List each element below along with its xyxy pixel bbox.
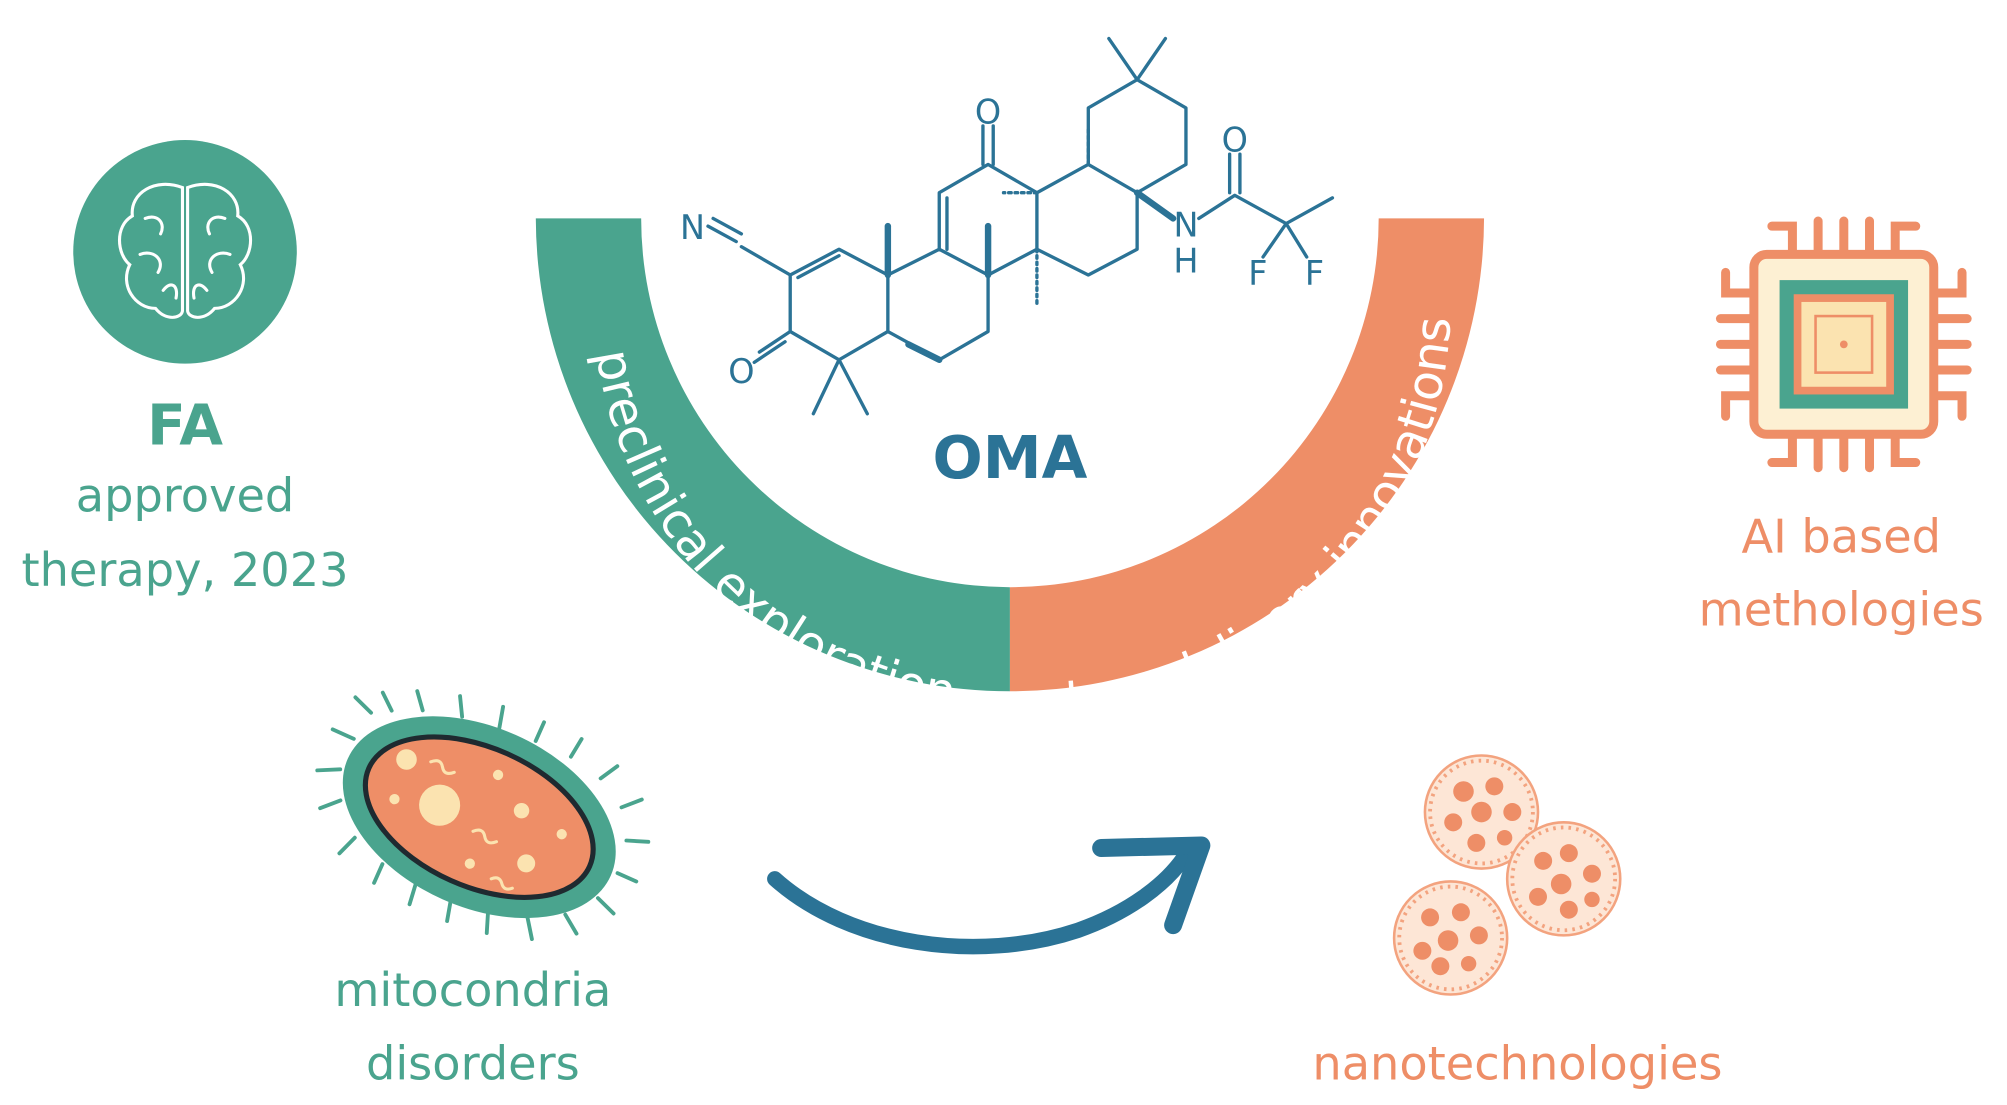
atom-n-nitrile: N (680, 208, 705, 247)
nanoparticle-1 (1423, 754, 1540, 870)
molecule-structure (706, 36, 1335, 416)
atom-o-left: O (728, 352, 754, 391)
fa-title: FA (147, 394, 223, 459)
arc-right-band (1009, 218, 1485, 692)
mito-line2: disorders (366, 1036, 580, 1090)
atom-f1: F (1248, 254, 1267, 293)
chip-icon (1715, 216, 1972, 473)
atom-o-amide: O (1222, 121, 1248, 160)
nanoparticles-icon (1392, 754, 1622, 996)
molecule-label: OMA (933, 423, 1088, 492)
ai-line1: AI based (1741, 510, 1941, 564)
nano-block: nanotechnologies (1312, 754, 1723, 1090)
atom-h-amide: H (1173, 241, 1198, 280)
ai-line2: methologies (1699, 583, 1984, 637)
molecule-atoms: N O O O N H F F (680, 92, 1324, 391)
arc-left-band (535, 218, 1010, 692)
ai-block: AI based methologies (1699, 216, 1984, 637)
nanoparticle-3 (1392, 880, 1509, 996)
fa-line1: approved (76, 468, 295, 522)
brain-icon (73, 140, 297, 364)
atom-o-top: O (975, 92, 1001, 131)
nano-line1: nanotechnologies (1312, 1036, 1722, 1090)
atom-n-amide: N (1173, 205, 1198, 244)
nanoparticle-2 (1505, 821, 1622, 937)
mitochondria-icon (315, 689, 651, 941)
mito-line1: mitocondria (334, 963, 611, 1017)
fa-line2: therapy, 2023 (21, 543, 348, 597)
curved-arrow-icon (767, 836, 1211, 955)
atom-f2: F (1305, 254, 1324, 293)
fa-block: FA approved therapy, 2023 (21, 140, 349, 597)
mito-block: mitocondria disorders (315, 689, 651, 1090)
